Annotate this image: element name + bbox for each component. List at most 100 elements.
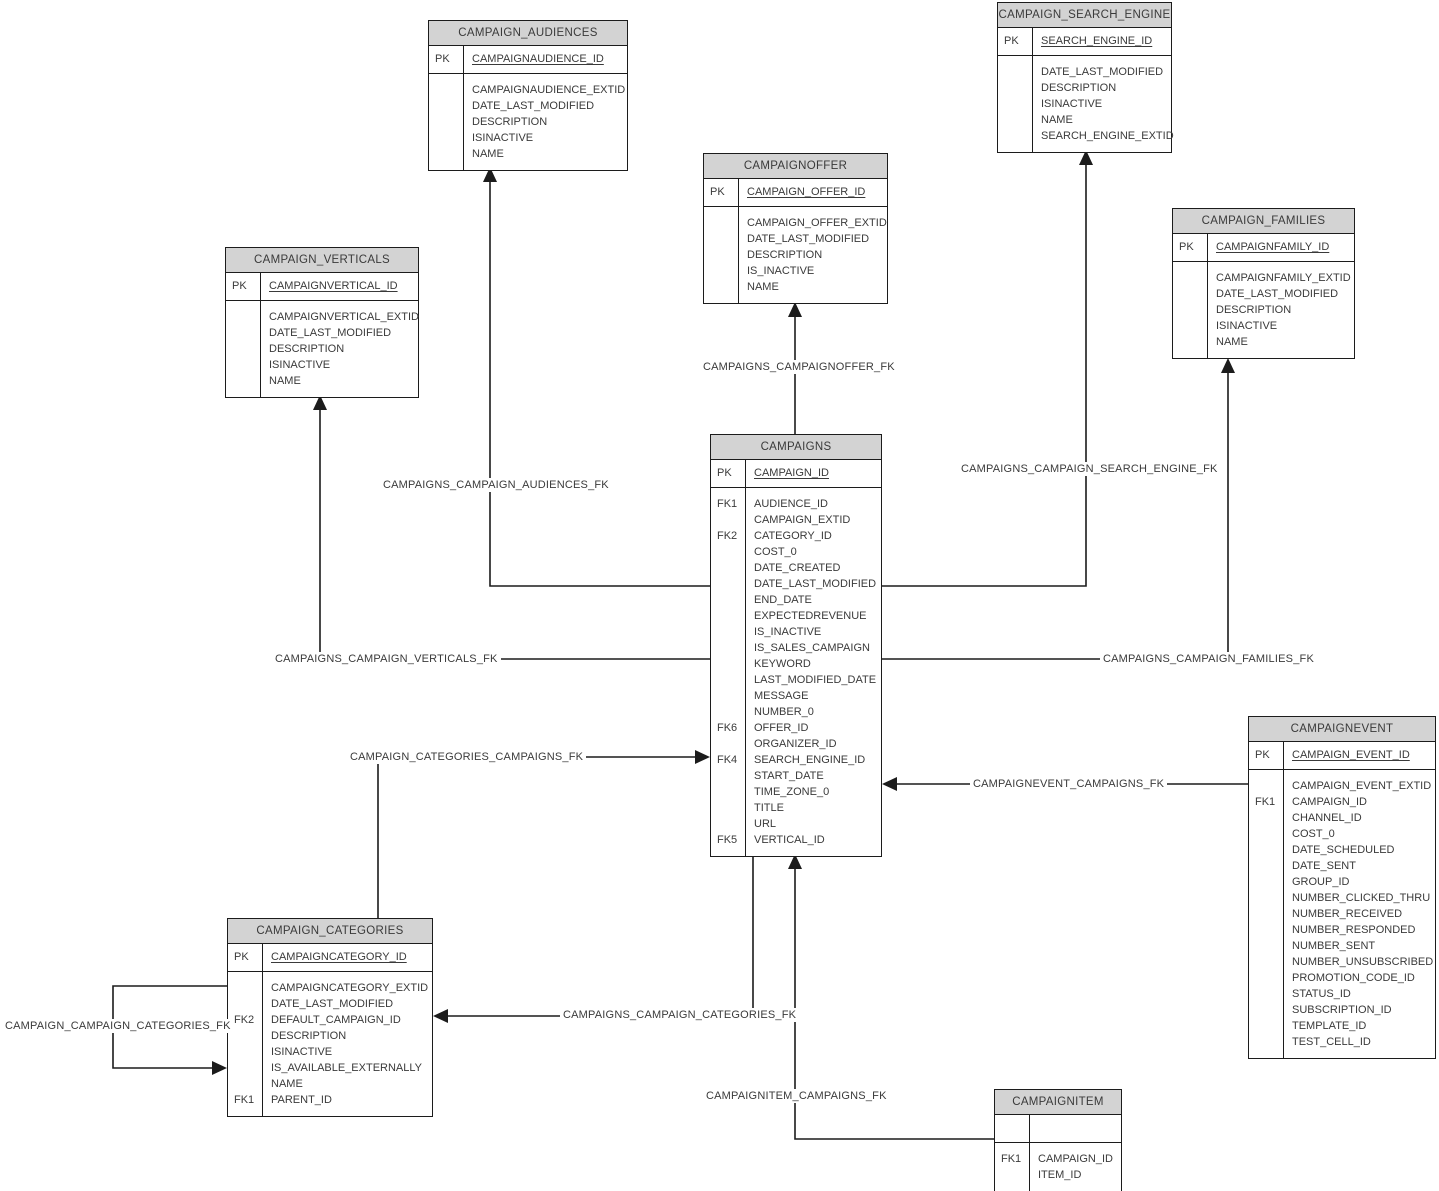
fk-key-label	[710, 279, 738, 295]
attribute-name: COST_0	[754, 546, 797, 558]
relationship-label-campaigns_campaign_categories_fk: CAMPAIGNS_CAMPAIGN_CATEGORIES_FK	[560, 1008, 800, 1022]
pk-key-label: PK	[1249, 742, 1284, 769]
fk-key-label	[1255, 858, 1283, 874]
attribute-name: TEMPLATE_ID	[1292, 1020, 1367, 1032]
relationship-label-campaignitem_campaigns_fk: CAMPAIGNITEM_CAMPAIGNS_FK	[703, 1089, 890, 1103]
key-column	[1173, 262, 1208, 358]
fk-key-label	[232, 373, 260, 389]
attribute-name: AUDIENCE_ID	[754, 498, 828, 510]
attribute-name: IS_INACTIVE	[754, 626, 822, 638]
entity-title: CAMPAIGNEVENT	[1249, 717, 1435, 742]
fk-key-label	[1255, 1018, 1283, 1034]
fk-key-label: FK1	[1255, 796, 1276, 808]
entity-title: CAMPAIGN_AUDIENCES	[429, 21, 627, 46]
pk-field-name	[1030, 1115, 1038, 1142]
attribute-name: NAME	[271, 1078, 303, 1090]
fk-key-label	[717, 768, 745, 784]
attribute-name: DATE_LAST_MODIFIED	[1216, 288, 1339, 300]
attribute-name: TIME_ZONE_0	[754, 786, 830, 798]
connector-arrowhead-icon	[483, 167, 497, 182]
attribute-name: NAME	[1216, 336, 1248, 348]
fk-key-label	[710, 263, 738, 279]
fk-key-label	[435, 130, 463, 146]
attribute-name: IS_SALES_CAMPAIGN	[754, 642, 870, 654]
fk-key-label	[232, 341, 260, 357]
fk-key-label	[435, 82, 463, 98]
attribute-name: DESCRIPTION	[1216, 304, 1292, 316]
fk-key-label	[234, 996, 262, 1012]
attribute-name: URL	[754, 818, 777, 830]
fk-key-label	[717, 736, 745, 752]
fk-key-label: FK4	[717, 754, 738, 766]
attribute-name: MESSAGE	[754, 690, 809, 702]
attribute-name: CAMPAIGNVERTICAL_EXTID	[269, 311, 419, 323]
attribute-name: ISINACTIVE	[1041, 98, 1103, 110]
connector-arrowhead-icon	[433, 1009, 448, 1023]
entity-title: CAMPAIGNITEM	[995, 1090, 1121, 1115]
relationship-label-campaigns_campaign_families_fk: CAMPAIGNS_CAMPAIGN_FAMILIES_FK	[1100, 652, 1317, 666]
pk-field-name: SEARCH_ENGINE_ID	[1041, 35, 1153, 47]
attribute-name: IS_INACTIVE	[747, 265, 815, 277]
attribute-name: NAME	[747, 281, 779, 293]
attribute-name: NUMBER_RESPONDED	[1292, 924, 1416, 936]
fk-key-label	[1179, 318, 1207, 334]
entity-title: CAMPAIGNS	[711, 435, 881, 460]
attribute-name: ITEM_ID	[1038, 1169, 1082, 1181]
key-column	[704, 207, 739, 303]
attribute-name: STATUS_ID	[1292, 988, 1351, 1000]
fk-key-label	[435, 146, 463, 162]
connector-arrowhead-icon	[788, 854, 802, 869]
primary-key-row: PK CAMPAIGN_ID	[711, 460, 881, 488]
relationship-label-campaigns_campaignoffer_fk: CAMPAIGNS_CAMPAIGNOFFER_FK	[700, 360, 898, 374]
attribute-name: SEARCH_ENGINE_EXTID	[1041, 130, 1174, 142]
relationship-label-campaignevent_campaigns_fk: CAMPAIGNEVENT_CAMPAIGNS_FK	[970, 777, 1168, 791]
attribute-name: SEARCH_ENGINE_ID	[754, 754, 866, 766]
attribute-name: DATE_LAST_MODIFIED	[271, 998, 394, 1010]
attribute-name: NUMBER_SENT	[1292, 940, 1376, 952]
connector-arrowhead-icon	[313, 395, 327, 410]
fk-key-label: FK2	[717, 530, 738, 542]
attribute-name: START_DATE	[754, 770, 824, 782]
fk-key-label	[232, 325, 260, 341]
fk-key-label	[1179, 334, 1207, 350]
attribute-name: ISINACTIVE	[271, 1046, 333, 1058]
connector-campaign_categories_campaigns_fk	[377, 756, 706, 918]
connector-arrowhead-icon	[695, 750, 710, 764]
fk-key-label	[234, 1044, 262, 1060]
attribute-name: CAMPAIGN_ID	[1292, 796, 1367, 808]
attribute-name: DATE_LAST_MODIFIED	[269, 327, 392, 339]
attribute-name: ISINACTIVE	[1216, 320, 1278, 332]
attribute-name: DESCRIPTION	[747, 249, 823, 261]
attribute-name: NUMBER_CLICKED_THRU	[1292, 892, 1431, 904]
pk-field-name: CAMPAIGNFAMILY_ID	[1216, 241, 1330, 253]
attribute-name: DESCRIPTION	[472, 116, 548, 128]
pk-key-label: PK	[711, 460, 746, 487]
fk-key-label	[234, 1076, 262, 1092]
key-column	[429, 74, 464, 170]
attribute-name: SUBSCRIPTION_ID	[1292, 1004, 1392, 1016]
fk-key-label	[234, 1028, 262, 1044]
fk-key-label	[1255, 874, 1283, 890]
entity-title: CAMPAIGN_CATEGORIES	[228, 919, 432, 944]
fk-key-label	[1004, 128, 1032, 144]
pk-field-name: CAMPAIGN_ID	[754, 467, 829, 479]
key-column: FK1	[995, 1143, 1030, 1191]
fk-key-label	[1255, 922, 1283, 938]
